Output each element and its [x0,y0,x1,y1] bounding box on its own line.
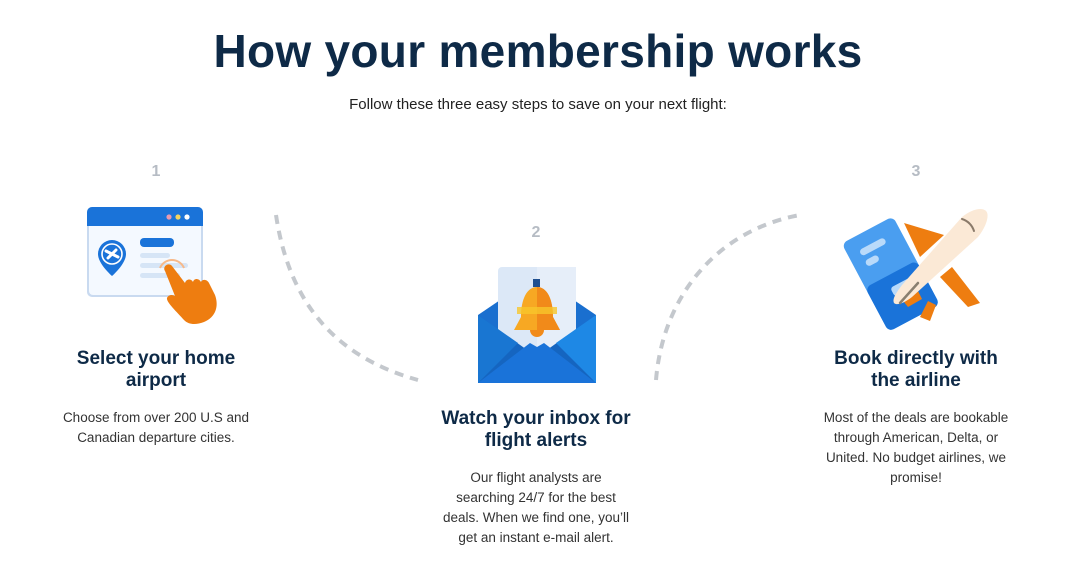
page-title: How your membership works [213,25,863,77]
dashed-connector-1-2 [274,214,419,382]
step-title: Select your home airport [76,348,236,391]
envelope-bell-icon [478,267,596,383]
page-subtitle: Follow these three easy steps to save on… [349,96,727,113]
step-title: Watch your inbox for flight alerts [441,408,631,451]
step-description: Our flight analysts are searching 24/7 f… [442,470,630,545]
step-title: Book directly with the airline [834,348,998,391]
step-description: Most of the deals are bookable through A… [823,410,1009,485]
dashed-connector-2-3 [654,213,801,381]
step-number: 1 [151,163,161,180]
step-number: 2 [531,224,541,241]
step-number: 3 [911,163,921,180]
ticket-airplane-icon [843,209,988,330]
browser-airport-select-icon [87,207,217,325]
step-description: Choose from over 200 U.S and Canadian de… [62,410,250,445]
